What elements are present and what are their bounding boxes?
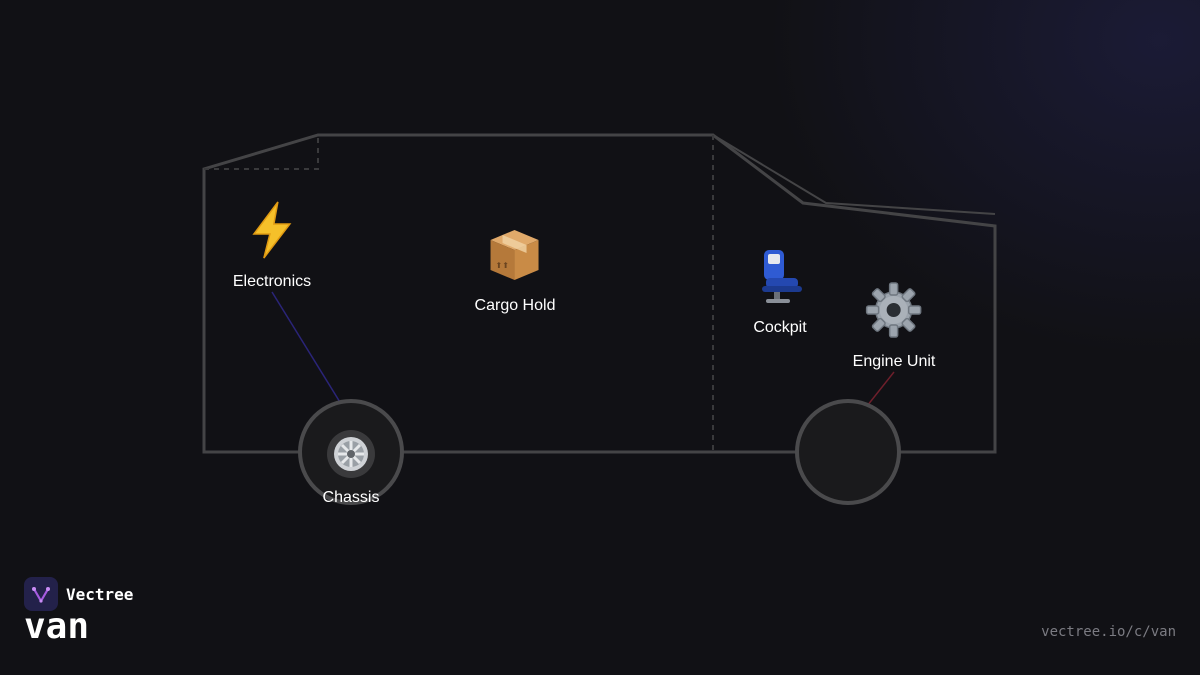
windshield-line: [712, 134, 996, 215]
package-box-icon: ⬆⬆: [483, 220, 547, 297]
rear-door-dash: [204, 135, 319, 170]
brand[interactable]: Vectree: [24, 577, 133, 611]
electronics-connector: [271, 291, 352, 421]
engine-unit-label: Engine Unit: [852, 353, 936, 370]
wheel-icon: [327, 430, 375, 478]
page-url-link[interactable]: vectree.io/c/van: [1041, 624, 1176, 640]
cockpit-label: Cockpit: [753, 319, 807, 336]
part-cargo-hold[interactable]: ⬆⬆ Cargo Hold: [474, 220, 556, 315]
cargo-hold-label: Cargo Hold: [474, 297, 556, 314]
vectree-logo-icon: [24, 577, 58, 611]
brand-name: Vectree: [66, 584, 134, 604]
part-electronics[interactable]: Electronics: [233, 200, 311, 291]
chassis-label: Chassis: [322, 489, 380, 506]
electronics-label: Electronics: [232, 273, 312, 290]
part-cockpit[interactable]: Cockpit: [752, 246, 808, 337]
lightning-bolt-icon: [246, 200, 298, 273]
van-body: [202, 133, 997, 454]
part-chassis[interactable]: Chassis: [323, 489, 380, 507]
front-wheel: [795, 399, 901, 505]
part-engine-unit[interactable]: Engine Unit: [852, 280, 936, 371]
gear-icon: [864, 280, 924, 353]
page-title: van: [24, 606, 90, 647]
seat-icon: [752, 246, 808, 319]
svg-text:⬆⬆: ⬆⬆: [496, 261, 509, 270]
